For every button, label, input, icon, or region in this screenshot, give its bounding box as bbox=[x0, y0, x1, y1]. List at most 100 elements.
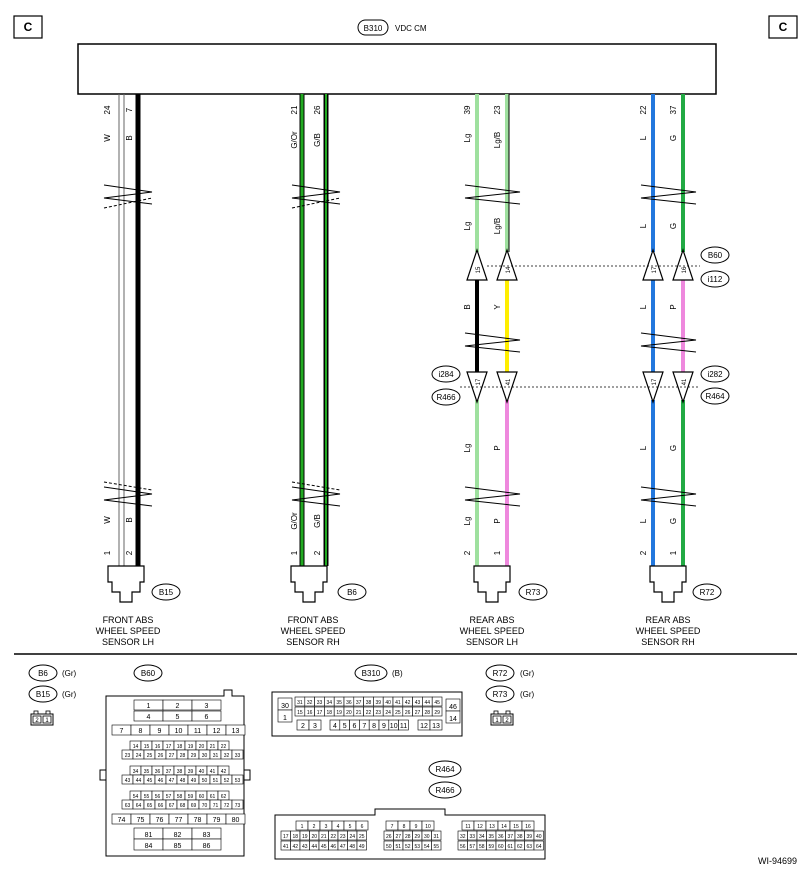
pin-number: 62 bbox=[517, 844, 523, 850]
sensor-captions: FRONT ABS WHEEL SPEED SENSOR LH FRONT AB… bbox=[96, 615, 701, 647]
sensor-caption-line: WHEEL SPEED bbox=[636, 626, 701, 636]
pin-number: 44 bbox=[136, 778, 142, 784]
pin-number: 37 bbox=[356, 700, 362, 706]
legend-r72-id: R72 bbox=[493, 669, 508, 678]
pin-number: 20 bbox=[311, 834, 317, 840]
pin-number: 32 bbox=[224, 753, 230, 759]
pin-number: 81 bbox=[145, 832, 153, 839]
vdc-cm-module-box bbox=[77, 43, 717, 95]
pin-number: 84 bbox=[145, 843, 153, 850]
legend-r72-r73: R72 (Gr) R73 (Gr) 1 2 bbox=[485, 664, 535, 726]
pin-label: 22 bbox=[639, 105, 648, 114]
pin-cell bbox=[421, 820, 435, 831]
pin-cell bbox=[231, 749, 244, 760]
pin-number: 3 bbox=[205, 703, 209, 710]
pin-number: 36 bbox=[346, 700, 352, 706]
pin-label: 21 bbox=[290, 105, 299, 114]
pin-number: 7 bbox=[362, 723, 366, 730]
wire-color-label: G bbox=[669, 518, 678, 524]
pin-number: 18 bbox=[177, 744, 183, 750]
pin-number: 15 bbox=[513, 824, 519, 830]
pin-cell bbox=[533, 830, 544, 841]
pin-cell bbox=[431, 696, 443, 707]
pin-number: 24 bbox=[136, 753, 142, 759]
sensor-caption-line: FRONT ABS bbox=[288, 615, 339, 625]
pin-number: 20 bbox=[199, 744, 205, 750]
pin-number: 73 bbox=[235, 803, 241, 809]
pin-number: 48 bbox=[180, 778, 186, 784]
pin-number: 41 bbox=[210, 769, 216, 775]
pin-number: 3 bbox=[313, 723, 317, 730]
pin-label: 1 bbox=[669, 550, 678, 555]
pin-number: 26 bbox=[158, 753, 164, 759]
pin-number: 27 bbox=[415, 710, 421, 716]
pin-number: 7 bbox=[391, 824, 394, 830]
pin-number: 30 bbox=[281, 703, 289, 710]
pin-cell bbox=[356, 840, 367, 851]
pin-number: 78 bbox=[194, 817, 202, 824]
pin-cell bbox=[431, 706, 443, 717]
corner-marker-right: C bbox=[768, 15, 798, 39]
wire-color-label: L bbox=[639, 135, 648, 140]
pin-number: 11 bbox=[400, 723, 407, 730]
pin-number: 43 bbox=[415, 700, 421, 706]
pin-label: 17 bbox=[652, 378, 658, 385]
pin-number: 30 bbox=[424, 834, 430, 840]
sensor-r72-label: R72 bbox=[700, 588, 715, 597]
sensor-caption-line: WHEEL SPEED bbox=[460, 626, 525, 636]
pin-number: 11 bbox=[194, 728, 201, 735]
pin-number: 49 bbox=[359, 844, 365, 850]
pin-number: 74 bbox=[118, 817, 126, 824]
junction-r464-label: R464 bbox=[705, 392, 725, 401]
pin-number: 2 bbox=[313, 824, 316, 830]
pin-number: 63 bbox=[526, 844, 532, 850]
pin-label: 26 bbox=[313, 105, 322, 114]
pin-number: 85 bbox=[174, 843, 182, 850]
pin-number: 26 bbox=[386, 834, 392, 840]
pin-number: 49 bbox=[191, 778, 197, 784]
wire-color-label: B bbox=[463, 304, 472, 309]
pin-label: 23 bbox=[493, 105, 502, 114]
wire-color-label: Lg bbox=[463, 444, 472, 453]
pin-cell bbox=[533, 840, 544, 851]
pin-number: 17 bbox=[166, 744, 172, 750]
pin-number: 29 bbox=[191, 753, 197, 759]
pin-label: 1 bbox=[495, 718, 499, 724]
pin-label: 1 bbox=[493, 550, 502, 555]
corner-marker-left: C bbox=[13, 15, 43, 39]
pin-number: 39 bbox=[188, 769, 194, 775]
pin-number: 3 bbox=[325, 824, 328, 830]
pin-number: 22 bbox=[221, 744, 227, 750]
pin-number: 71 bbox=[213, 803, 219, 809]
pin-number: 53 bbox=[235, 778, 241, 784]
pin-number: 13 bbox=[432, 723, 440, 730]
pin-label: 17 bbox=[476, 378, 482, 385]
pin-number: 8 bbox=[403, 824, 406, 830]
pin-number: 18 bbox=[327, 710, 333, 716]
pin-number: 17 bbox=[317, 710, 323, 716]
pin-number: 32 bbox=[460, 834, 466, 840]
pin-number: 53 bbox=[414, 844, 420, 850]
pin-number: 59 bbox=[488, 844, 494, 850]
pin-cell bbox=[431, 840, 442, 851]
pin-label: 2 bbox=[505, 718, 509, 724]
pin-number: 35 bbox=[336, 700, 342, 706]
pin-number: 58 bbox=[479, 844, 485, 850]
pin-number: 52 bbox=[224, 778, 230, 784]
pin-number: 1 bbox=[147, 703, 151, 710]
legend-b6-b15: B6 (Gr) B15 (Gr) 2 1 bbox=[28, 664, 77, 726]
module-header: B310 VDC CM bbox=[357, 19, 427, 36]
pin-number: 4 bbox=[337, 824, 340, 830]
pin-number: 8 bbox=[372, 723, 376, 730]
pin-number: 70 bbox=[202, 803, 208, 809]
pin-number: 80 bbox=[232, 817, 240, 824]
pin-label: 2 bbox=[35, 718, 39, 724]
pin-number: 38 bbox=[177, 769, 183, 775]
pin-cell bbox=[191, 838, 222, 851]
pin-label: 41 bbox=[506, 378, 512, 385]
pin-number: 28 bbox=[425, 710, 431, 716]
pin-number: 5 bbox=[349, 824, 352, 830]
pin-number: 10 bbox=[390, 723, 398, 730]
